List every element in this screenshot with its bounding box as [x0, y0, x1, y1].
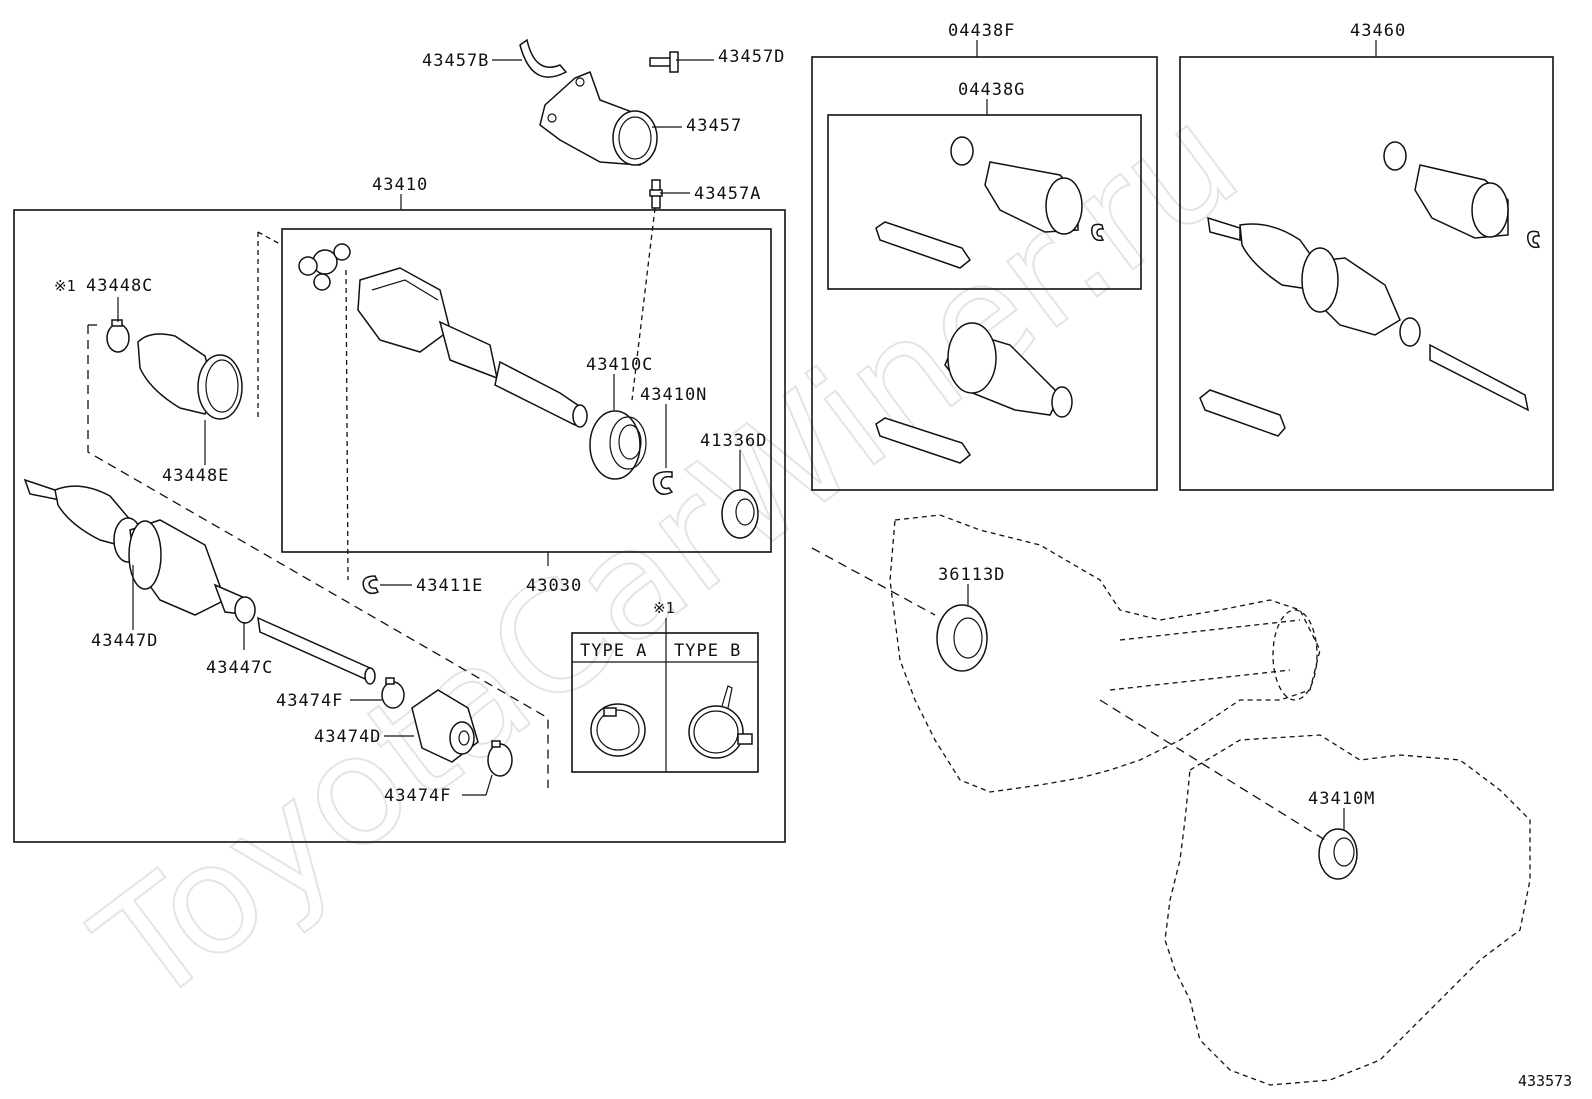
snap-clip-43457B: [519, 38, 568, 78]
watermark: ToyotaCarWiner.ru: [66, 73, 1269, 1039]
type-a-label: TYPE A: [580, 641, 647, 661]
note-mark-43448C: ※1: [54, 277, 76, 295]
diagram-id: 433573: [1518, 1072, 1572, 1090]
oil-seal-41336D: [721, 489, 759, 539]
drive-shaft-assembly: [23, 478, 376, 685]
label-43410: 43410: [372, 175, 428, 195]
label-43410N: 43410N: [640, 385, 707, 405]
label-43474F-lower: 43474F: [384, 786, 451, 806]
label-43457D: 43457D: [718, 47, 785, 67]
frame-43410: [13, 209, 786, 843]
label-36113D: 36113D: [938, 565, 1005, 585]
boot-43448E: [137, 333, 243, 420]
label-43410C: 43410C: [586, 355, 653, 375]
bearing-43410M: [1318, 828, 1358, 880]
inner-shaft: [494, 360, 588, 428]
transmission-outline: [1164, 734, 1531, 1086]
snap-ring-43411E: [362, 575, 380, 595]
label-43457B: 43457B: [422, 51, 489, 71]
bearing-bracket-43457: [539, 71, 658, 166]
clamp-43474F-upper: [381, 677, 405, 709]
label-04438G: 04438G: [958, 80, 1025, 100]
label-43447D: 43447D: [91, 631, 158, 651]
label-43030: 43030: [526, 576, 582, 596]
transfer-case-outline: [889, 514, 1321, 793]
bearing-36113D: [936, 604, 988, 672]
clamp-43474F-lower: [487, 740, 513, 777]
tripod-joint: [298, 243, 351, 291]
label-43448E: 43448E: [162, 466, 229, 486]
label-43410M: 43410M: [1308, 789, 1375, 809]
note-mark-table: ※1: [653, 599, 675, 617]
bolt-43457D: [649, 51, 679, 73]
label-43474F-upper: 43474F: [276, 691, 343, 711]
clamp-type-table: ※1 TYPE A TYPE B: [571, 599, 759, 773]
label-04438F: 04438F: [948, 21, 1015, 41]
label-43460: 43460: [1350, 21, 1406, 41]
boot-clamp-43448C: [106, 319, 130, 353]
damper-43474D: [411, 689, 479, 763]
kit-04438G-parts: [875, 136, 1105, 269]
clamp-type-a-icon: [590, 703, 646, 757]
frame-04438F: [811, 56, 1158, 491]
kit-04438F-parts: [875, 322, 1073, 464]
frame-43460: [1179, 56, 1554, 491]
label-43457: 43457: [686, 116, 742, 136]
clamp-type-b-icon: [688, 685, 753, 759]
label-43448C: 43448C: [86, 276, 153, 296]
label-43411E: 43411E: [416, 576, 483, 596]
type-b-label: TYPE B: [674, 641, 741, 661]
shaft-assy-43460-parts: [1199, 141, 1541, 437]
frame-43030: [281, 228, 772, 553]
bearing-43410C: [589, 410, 647, 480]
label-43457A: 43457A: [694, 184, 761, 204]
frame-04438G: [827, 114, 1142, 290]
label-43447C: 43447C: [206, 658, 273, 678]
stud-bolt-43457A: [649, 179, 663, 209]
label-43474D: 43474D: [314, 727, 381, 747]
inner-joint-housing: [357, 267, 499, 380]
label-41336D: 41336D: [700, 431, 767, 451]
snap-ring-43410N: [652, 471, 674, 495]
